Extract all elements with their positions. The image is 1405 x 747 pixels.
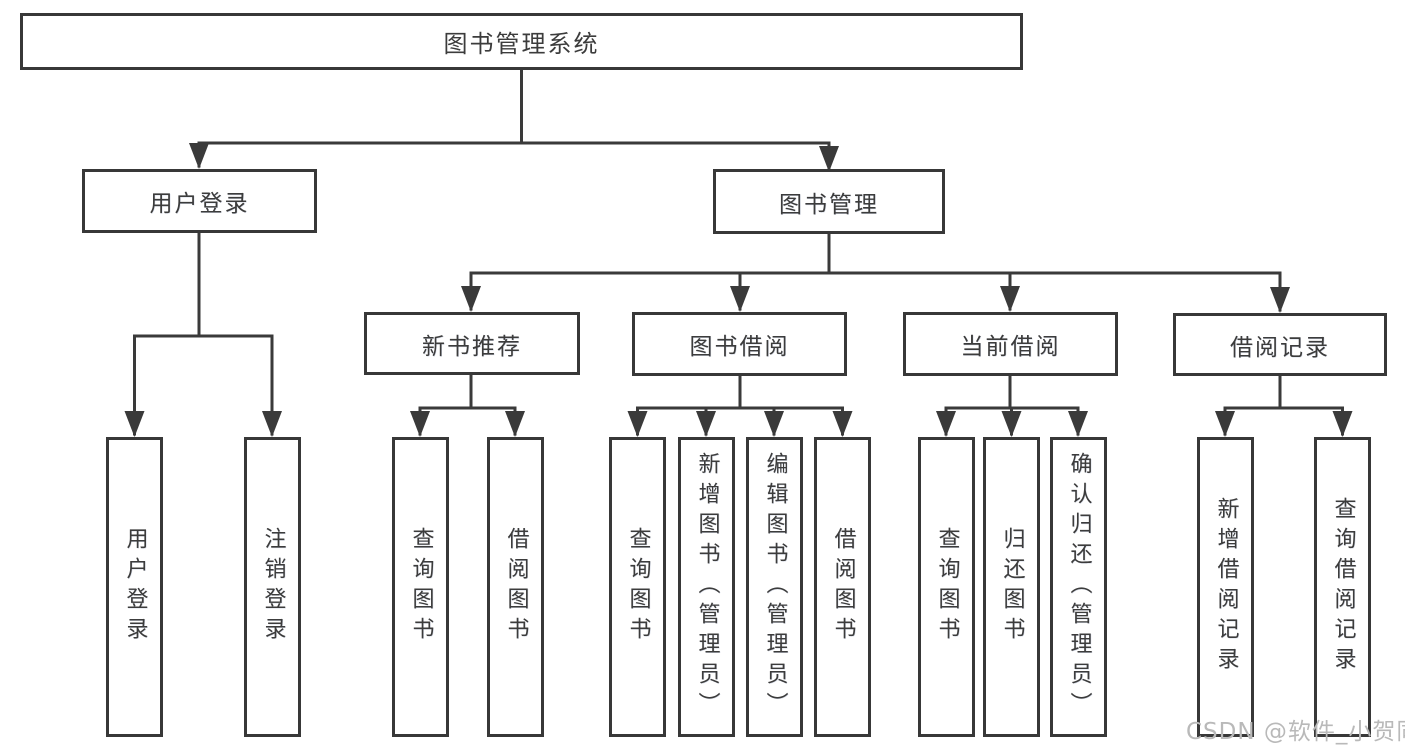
node-user-login-label: 用户登录 [149,191,250,217]
leaf-newbook-query-book: 查询图书 [392,437,449,737]
node-borrow-record: 借阅记录 [1173,313,1387,376]
node-current-borrow: 当前借阅 [903,312,1118,376]
leaf-borrow-query-book: 查询图书 [609,437,666,737]
node-new-book-recommend: 新书推荐 [364,312,580,375]
leaf-borrow-edit-book-admin-label: 编辑图书（管理员） [762,452,788,722]
node-current-borrow-label: 当前借阅 [960,334,1061,360]
leaf-current-confirm-return-admin: 确认归还（管理员） [1050,437,1107,737]
leaf-current-confirm-return-admin-label: 确认归还（管理员） [1066,452,1092,722]
leaf-borrow-borrow-book: 借阅图书 [814,437,871,737]
leaf-newbook-borrow-book-label: 借阅图书 [503,527,529,647]
connector-root-to-level2 [197,68,831,171]
leaf-current-query-book-label: 查询图书 [934,527,960,647]
leaf-current-query-book: 查询图书 [918,437,975,737]
leaf-logout-label: 注销登录 [260,527,286,647]
leaf-current-return-book: 归还图书 [983,437,1040,737]
leaf-user-login: 用户登录 [106,437,163,737]
leaf-record-query-borrow-record-label: 查询借阅记录 [1330,497,1356,677]
node-book-management: 图书管理 [713,169,945,234]
connector-user-login-to-leaves [133,231,274,436]
leaf-user-login-label: 用户登录 [122,527,148,647]
connector-borrow-record-to-leaves [1223,374,1344,436]
node-book-borrow-label: 图书借阅 [689,334,790,360]
leaf-record-add-borrow-record: 新增借阅记录 [1197,437,1254,737]
leaf-record-add-borrow-record-label: 新增借阅记录 [1213,497,1239,677]
node-library-management-system-label: 图书管理系统 [443,30,600,58]
leaf-record-query-borrow-record: 查询借阅记录 [1314,437,1371,737]
node-user-login: 用户登录 [82,169,317,233]
node-library-management-system: 图书管理系统 [20,13,1023,70]
leaf-logout: 注销登录 [244,437,301,737]
leaf-borrow-edit-book-admin: 编辑图书（管理员） [746,437,803,737]
leaf-current-return-book-label: 归还图书 [999,527,1025,647]
arrowheads [124,143,1353,437]
leaf-borrow-borrow-book-label: 借阅图书 [830,527,856,647]
leaf-newbook-query-book-label: 查询图书 [408,527,434,647]
leaf-borrow-add-book-admin: 新增图书（管理员） [678,437,735,737]
node-book-borrow: 图书借阅 [632,312,847,376]
node-book-management-label: 图书管理 [779,191,879,218]
connector-new-book-to-leaves [418,373,517,436]
leaf-borrow-query-book-label: 查询图书 [625,527,651,647]
leaf-borrow-add-book-admin-label: 新增图书（管理员） [694,452,720,722]
leaf-newbook-borrow-book: 借阅图书 [487,437,544,737]
connector-book-borrow-to-leaves [636,374,844,436]
watermark: CSDN @软件_小贺同学 [1186,719,1405,745]
node-borrow-record-label: 借阅记录 [1230,334,1330,361]
connector-book-management-to-level3 [469,232,1282,312]
node-new-book-recommend-label: 新书推荐 [422,333,522,360]
